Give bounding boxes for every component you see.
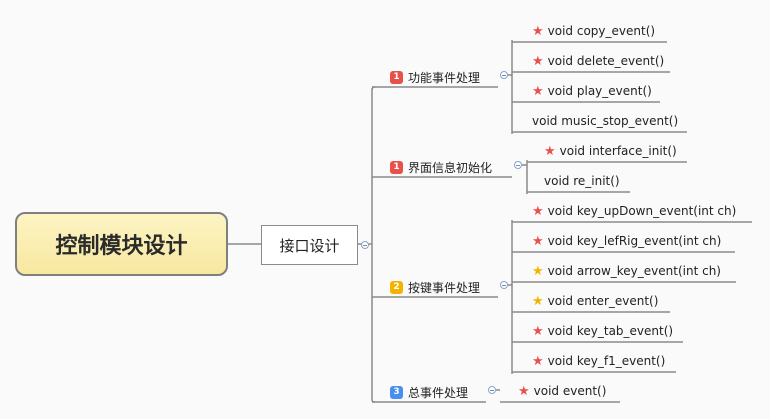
leaf-node[interactable]: ★void key_f1_event()	[532, 352, 665, 370]
red-star-icon: ★	[518, 383, 530, 399]
leaf-node[interactable]: ★void key_upDown_event(int ch)	[532, 202, 736, 220]
red-star-icon: ★	[532, 83, 544, 99]
leaf-label: void re_init()	[544, 174, 620, 188]
collapse-toggle-icon[interactable]	[500, 281, 508, 289]
leaf-node[interactable]: ★void delete_event()	[532, 52, 664, 70]
branch-label: 功能事件处理	[408, 70, 481, 85]
leaf-label: void copy_event()	[547, 24, 656, 38]
priority-badge: 1	[390, 160, 403, 174]
leaf-node[interactable]: ★void copy_event()	[532, 22, 655, 40]
priority-badge: 2	[390, 280, 403, 294]
branch-node[interactable]: 2 按键事件处理	[390, 278, 480, 296]
root-node[interactable]: 控制模块设计	[15, 212, 228, 276]
branch-node[interactable]: 1 界面信息初始化	[390, 158, 492, 176]
leaf-label: void music_stop_event()	[532, 114, 679, 128]
leaf-node[interactable]: void music_stop_event()	[532, 112, 678, 130]
branch-trunk-line	[371, 86, 376, 403]
yellow-star-icon: ★	[532, 293, 544, 309]
branch-node[interactable]: 3 总事件处理	[390, 383, 468, 401]
leaf-node[interactable]: ★void enter_event()	[532, 292, 658, 310]
root-label: 控制模块设计	[55, 234, 188, 259]
collapse-toggle-icon[interactable]	[514, 161, 522, 169]
priority-badge: 3	[390, 385, 403, 399]
leaf-node[interactable]: ★void key_tab_event()	[532, 322, 673, 340]
red-star-icon: ★	[532, 203, 544, 219]
red-star-icon: ★	[532, 23, 544, 39]
leaf-label: void key_upDown_event(int ch)	[547, 204, 737, 218]
collapse-toggle-icon[interactable]	[500, 71, 508, 79]
leaf-label: void event()	[533, 384, 607, 398]
branch-label: 总事件处理	[408, 385, 469, 400]
leaf-label: void enter_event()	[547, 294, 659, 308]
leaf-node[interactable]: ★void arrow_key_event(int ch)	[532, 262, 721, 280]
collapse-toggle-icon[interactable]	[361, 241, 369, 249]
leaf-node[interactable]: ★void play_event()	[532, 82, 652, 100]
leaf-label: void key_tab_event()	[547, 324, 674, 338]
branch-label: 界面信息初始化	[408, 160, 493, 175]
leaf-label: void key_lefRig_event(int ch)	[547, 234, 722, 248]
interface-design-label: 接口设计	[279, 236, 340, 255]
leaf-label: void interface_init()	[559, 144, 677, 158]
leaf-node[interactable]: ★void interface_init()	[544, 142, 677, 160]
red-star-icon: ★	[532, 233, 544, 249]
collapse-toggle-icon[interactable]	[488, 386, 496, 394]
branch-node[interactable]: 1 功能事件处理	[390, 68, 480, 86]
leaf-label: void key_f1_event()	[547, 354, 666, 368]
leaf-label: void play_event()	[547, 84, 652, 98]
leaf-label: void arrow_key_event(int ch)	[547, 264, 721, 278]
leaf-label: void delete_event()	[547, 54, 665, 68]
branch-label: 按键事件处理	[408, 280, 481, 295]
red-star-icon: ★	[532, 353, 544, 369]
priority-badge: 1	[390, 70, 403, 84]
leaf-node[interactable]: ★void key_lefRig_event(int ch)	[532, 232, 721, 250]
leaf-node[interactable]: ★void event()	[518, 382, 606, 400]
red-star-icon: ★	[532, 53, 544, 69]
red-star-icon: ★	[544, 143, 556, 159]
interface-design-node[interactable]: 接口设计	[261, 225, 358, 265]
yellow-star-icon: ★	[532, 263, 544, 279]
leaf-node[interactable]: void re_init()	[544, 172, 620, 190]
red-star-icon: ★	[532, 323, 544, 339]
